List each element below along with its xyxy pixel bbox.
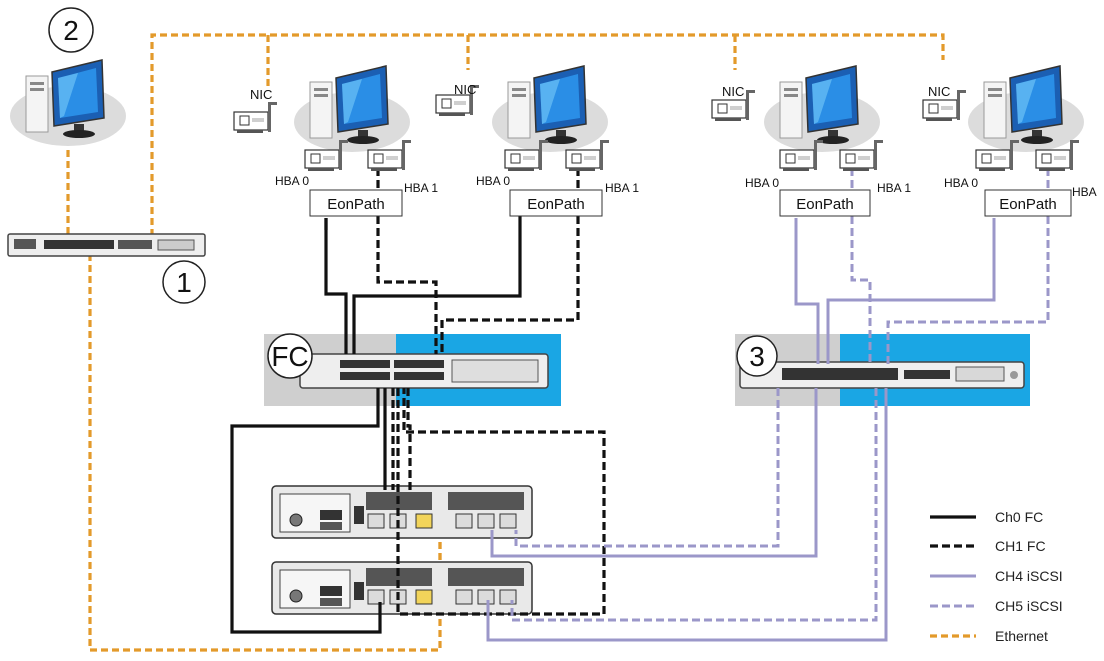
legend-label-ch1-fc: CH1 FC (995, 538, 1046, 554)
host-server-4: NIC HBA 0 HBA EonPath (922, 65, 1097, 217)
legend-label-ethernet: Ethernet (995, 628, 1048, 644)
ch4-iscsi-links (486, 218, 996, 642)
host-4-nic-label: NIC (928, 84, 950, 99)
marker-two: 2 (63, 15, 79, 46)
host-server-1: NIC HBA 0 HBA 1 EonPath (233, 65, 438, 217)
host-3-eonpath-box (779, 189, 871, 217)
host-4-hba0-label: HBA 0 (944, 176, 978, 190)
host-2-hba1-label: HBA 1 (605, 181, 639, 195)
marker-two-circle (48, 7, 94, 53)
fc-switch: FC (264, 333, 561, 406)
host-4-pc-icon (967, 65, 1085, 153)
host-3-hba1-label: HBA 1 (877, 181, 911, 195)
host-2-pc-icon (491, 65, 609, 153)
host-server-3: NIC HBA 0 HBA 1 EonPath (711, 65, 911, 217)
host-1-hba0-label: HBA 0 (275, 174, 309, 188)
marker-one-circle (162, 260, 206, 304)
host-2-eonpath-label: EonPath (527, 196, 585, 213)
host-1-nic-label: NIC (250, 87, 272, 102)
management-pc-icon (9, 59, 127, 147)
legend-label-ch5-iscsi: CH5 iSCSI (995, 598, 1063, 614)
legend-label-ch0-fc: Ch0 FC (995, 509, 1043, 525)
host-3-pc-icon (763, 65, 881, 153)
host-2-eonpath-box (509, 189, 603, 217)
host-4-eonpath-box (984, 189, 1072, 217)
host-1-pc-icon (293, 65, 411, 153)
storage-controller-b (271, 561, 533, 615)
marker-three: 3 (749, 341, 765, 372)
host-3-eonpath-label: EonPath (796, 196, 854, 213)
legend: Ch0 FC CH1 FC CH4 iSCSI CH5 iSCSI Ethern… (930, 509, 1063, 644)
host-2-nic-label: NIC (454, 82, 476, 97)
host-4-eonpath-label: EonPath (999, 196, 1057, 213)
marker-one: 1 (176, 267, 192, 298)
fc-switch-label: FC (271, 341, 308, 372)
management-switch (7, 233, 206, 257)
iscsi-switch: 3 (735, 334, 1030, 406)
host-1-eonpath-box (309, 189, 403, 217)
host-2-hba0-label: HBA 0 (476, 174, 510, 188)
host-server-2: NIC HBA 0 HBA 1 EonPath (435, 65, 639, 217)
host-3-hba0-label: HBA 0 (745, 176, 779, 190)
host-1-eonpath-label: EonPath (327, 196, 385, 213)
legend-label-ch4-iscsi: CH4 iSCSI (995, 568, 1063, 584)
host-1-nic-icon (233, 101, 278, 134)
ch1-fc-links (376, 168, 606, 616)
host-4-hba1-label: HBA (1072, 185, 1097, 199)
host-1-hba1-label: HBA 1 (404, 181, 438, 195)
ch5-iscsi-links (510, 168, 1050, 622)
host-3-nic-label: NIC (722, 84, 744, 99)
